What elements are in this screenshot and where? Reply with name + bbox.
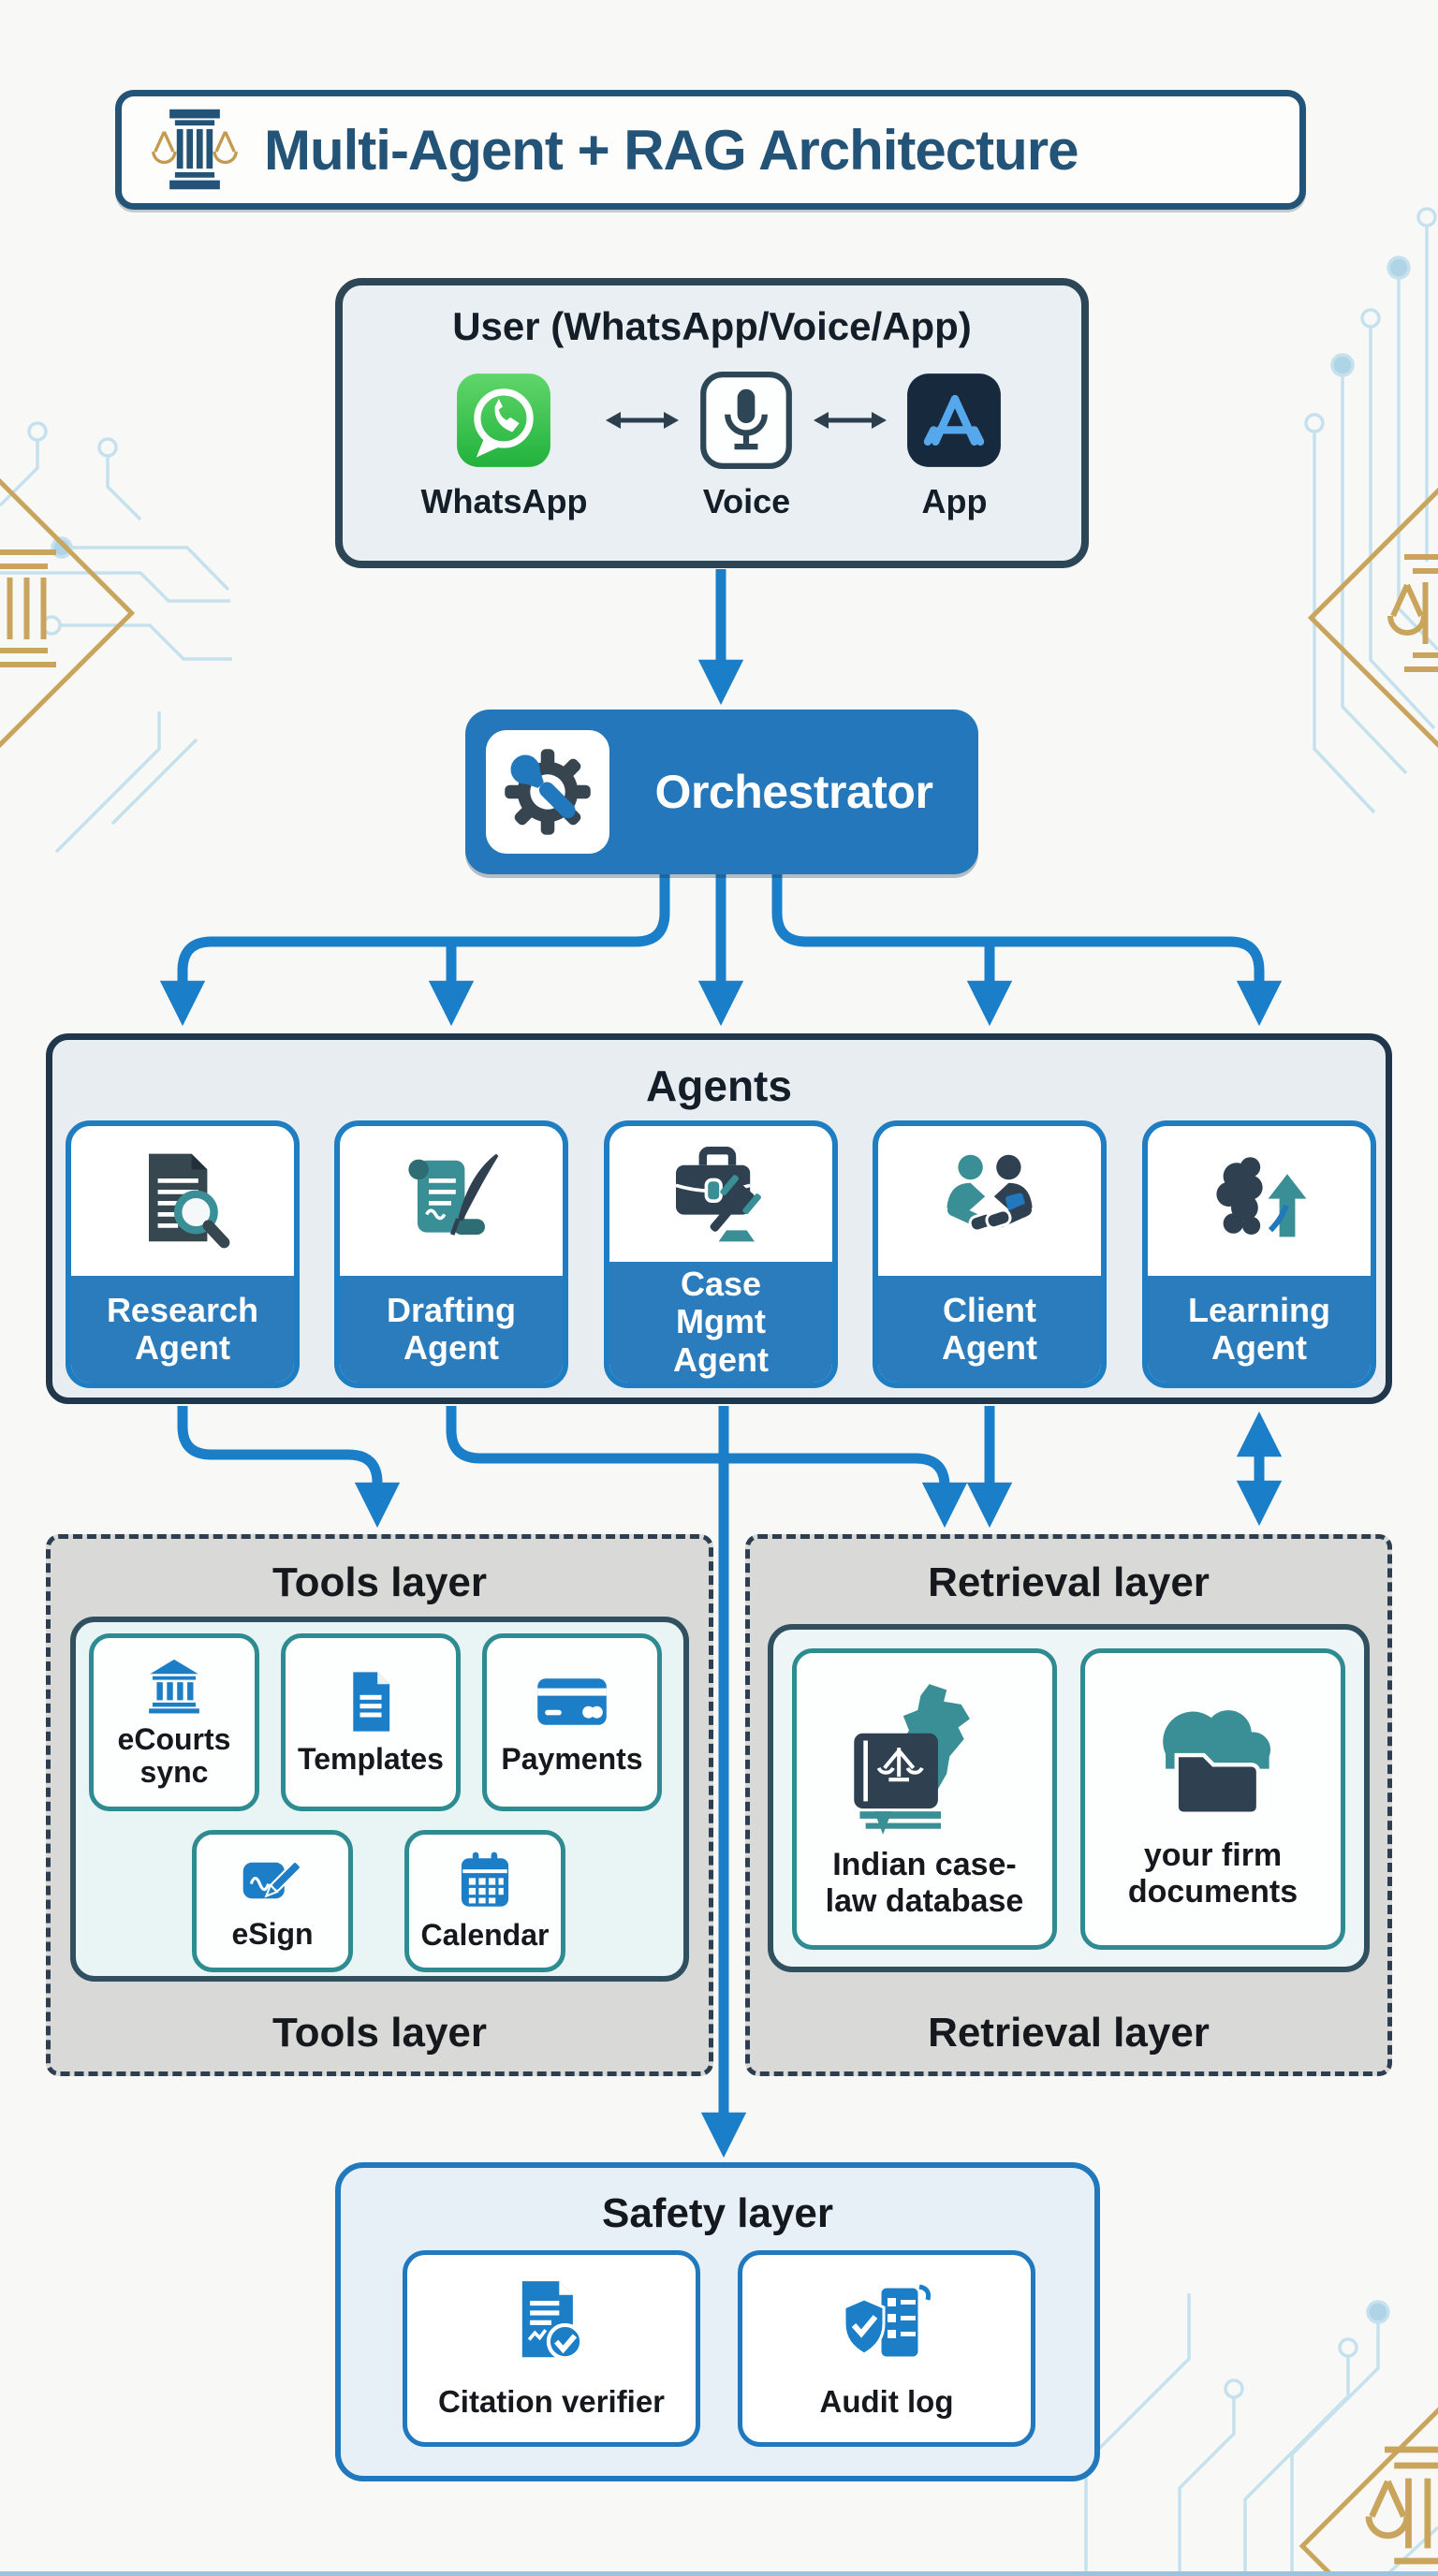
agent-card-client: Client Agent bbox=[873, 1120, 1107, 1388]
arrow-orchestrator-to-research bbox=[159, 874, 670, 1027]
whatsapp-icon bbox=[457, 373, 551, 467]
safety-layer-title: Safety layer bbox=[601, 2190, 834, 2236]
agent-card-drafting: Drafting Agent bbox=[334, 1120, 568, 1388]
scroll-quill-icon bbox=[340, 1126, 563, 1276]
channel-whatsapp: WhatsApp bbox=[420, 372, 588, 521]
cloud-folder-icon bbox=[1162, 1709, 1270, 1816]
channel-label: App bbox=[921, 482, 988, 520]
credit-card-icon bbox=[537, 1678, 607, 1726]
agent-label: Client Agent bbox=[878, 1276, 1101, 1383]
source-label: your firm documents bbox=[1127, 1837, 1299, 1910]
channel-row: WhatsApp Voice bbox=[421, 372, 1004, 521]
source-card-firmdocs: your firm documents bbox=[1080, 1648, 1345, 1950]
tool-label: eSign bbox=[231, 1917, 314, 1952]
source-label: Indian case-law database bbox=[825, 1846, 1024, 1919]
tools-layer-title-top: Tools layer bbox=[271, 1559, 488, 1605]
agent-card-research: Research Agent bbox=[66, 1120, 300, 1388]
document-icon bbox=[353, 1672, 390, 1733]
safety-card-auditlog: Audit log bbox=[738, 2250, 1035, 2447]
orchestrator-icon-tile bbox=[486, 730, 609, 854]
briefcase-gavel-icon bbox=[609, 1126, 832, 1262]
handshake-icon bbox=[878, 1126, 1101, 1276]
channel-app: App bbox=[905, 372, 1003, 521]
arrow-research-to-tools bbox=[177, 1406, 401, 1529]
bidirectional-arrow-icon bbox=[814, 372, 888, 469]
signature-icon bbox=[242, 1861, 301, 1899]
calendar-icon bbox=[461, 1852, 509, 1908]
retrieval-layer-panel: Retrieval layer Indian case-law database bbox=[745, 1534, 1392, 2076]
tool-label: Templates bbox=[298, 1742, 444, 1777]
tool-label: eCourts sync bbox=[117, 1721, 231, 1789]
orchestrator-box: Orchestrator bbox=[465, 710, 978, 874]
courthouse-icon bbox=[149, 1659, 199, 1714]
header-title-box: Multi-Agent + RAG Architecture bbox=[115, 90, 1306, 210]
tool-card-payments: Payments bbox=[482, 1633, 662, 1811]
law-book-india-icon bbox=[853, 1684, 970, 1835]
agent-card-casemgmt: Case Mgmt Agent bbox=[604, 1120, 838, 1388]
document-check-icon bbox=[521, 2281, 584, 2361]
channel-label: WhatsApp bbox=[420, 482, 588, 520]
channel-voice: Voice bbox=[697, 372, 795, 521]
source-card-caselaw: Indian case-law database bbox=[792, 1648, 1057, 1950]
document-magnifier-icon bbox=[71, 1126, 294, 1276]
agent-label: Learning Agent bbox=[1148, 1276, 1371, 1383]
tools-layer-title-bottom: Tools layer bbox=[271, 2010, 488, 2056]
retrieval-layer-title-top: Retrieval layer bbox=[928, 1559, 1210, 1605]
arrow-drafting-to-retrieval bbox=[446, 1406, 968, 1529]
tool-card-esign: eSign bbox=[192, 1830, 353, 1972]
agents-panel: Agents Research Agent bbox=[46, 1033, 1392, 1404]
tool-card-calendar: Calendar bbox=[404, 1830, 565, 1972]
safety-layer-panel: Safety layer Citation verifier bbox=[335, 2162, 1100, 2481]
agent-label: Research Agent bbox=[71, 1276, 294, 1383]
pillar-scales-icon bbox=[152, 109, 238, 190]
agent-label: Case Mgmt Agent bbox=[609, 1262, 832, 1383]
tool-card-ecourts: eCourts sync bbox=[89, 1633, 259, 1811]
safety-card-citation: Citation verifier bbox=[403, 2250, 700, 2447]
channel-label: Voice bbox=[702, 482, 791, 520]
gold-diamond-decoration bbox=[0, 463, 1438, 2576]
tools-layer-panel: Tools layer eCourts sync Templates bbox=[46, 1534, 713, 2076]
retrieval-inner-panel: Indian case-law database your firm docum… bbox=[768, 1624, 1370, 1972]
page-title: Multi-Agent + RAG Architecture bbox=[264, 118, 1079, 182]
agents-title: Agents bbox=[646, 1061, 792, 1110]
user-box-title: User (WhatsApp/Voice/App) bbox=[452, 304, 972, 348]
bidirectional-arrow-icon bbox=[606, 372, 680, 469]
voice-mic-icon bbox=[700, 372, 793, 469]
user-channels-box: User (WhatsApp/Voice/App) WhatsApp bbox=[335, 278, 1089, 568]
tools-inner-panel: eCourts sync Templates Payments bbox=[70, 1617, 689, 1982]
tool-label: Payments bbox=[501, 1742, 643, 1777]
gear-wrench-icon bbox=[505, 749, 591, 835]
tool-card-templates: Templates bbox=[281, 1633, 461, 1811]
orchestrator-label: Orchestrator bbox=[654, 766, 933, 818]
agent-card-learning: Learning Agent bbox=[1142, 1120, 1376, 1388]
safety-label: Citation verifier bbox=[437, 2384, 666, 2419]
app-store-icon bbox=[907, 373, 1002, 467]
agent-label: Drafting Agent bbox=[340, 1276, 563, 1383]
tool-label: Calendar bbox=[420, 1918, 550, 1953]
bottom-edge-strip bbox=[0, 2571, 1438, 2576]
safety-label: Audit log bbox=[819, 2384, 954, 2419]
brain-growth-icon bbox=[1148, 1126, 1371, 1276]
shield-checklist-icon bbox=[843, 2284, 932, 2360]
retrieval-layer-title-bottom: Retrieval layer bbox=[928, 2010, 1210, 2056]
arrow-orchestrator-to-learning bbox=[771, 874, 1283, 1027]
